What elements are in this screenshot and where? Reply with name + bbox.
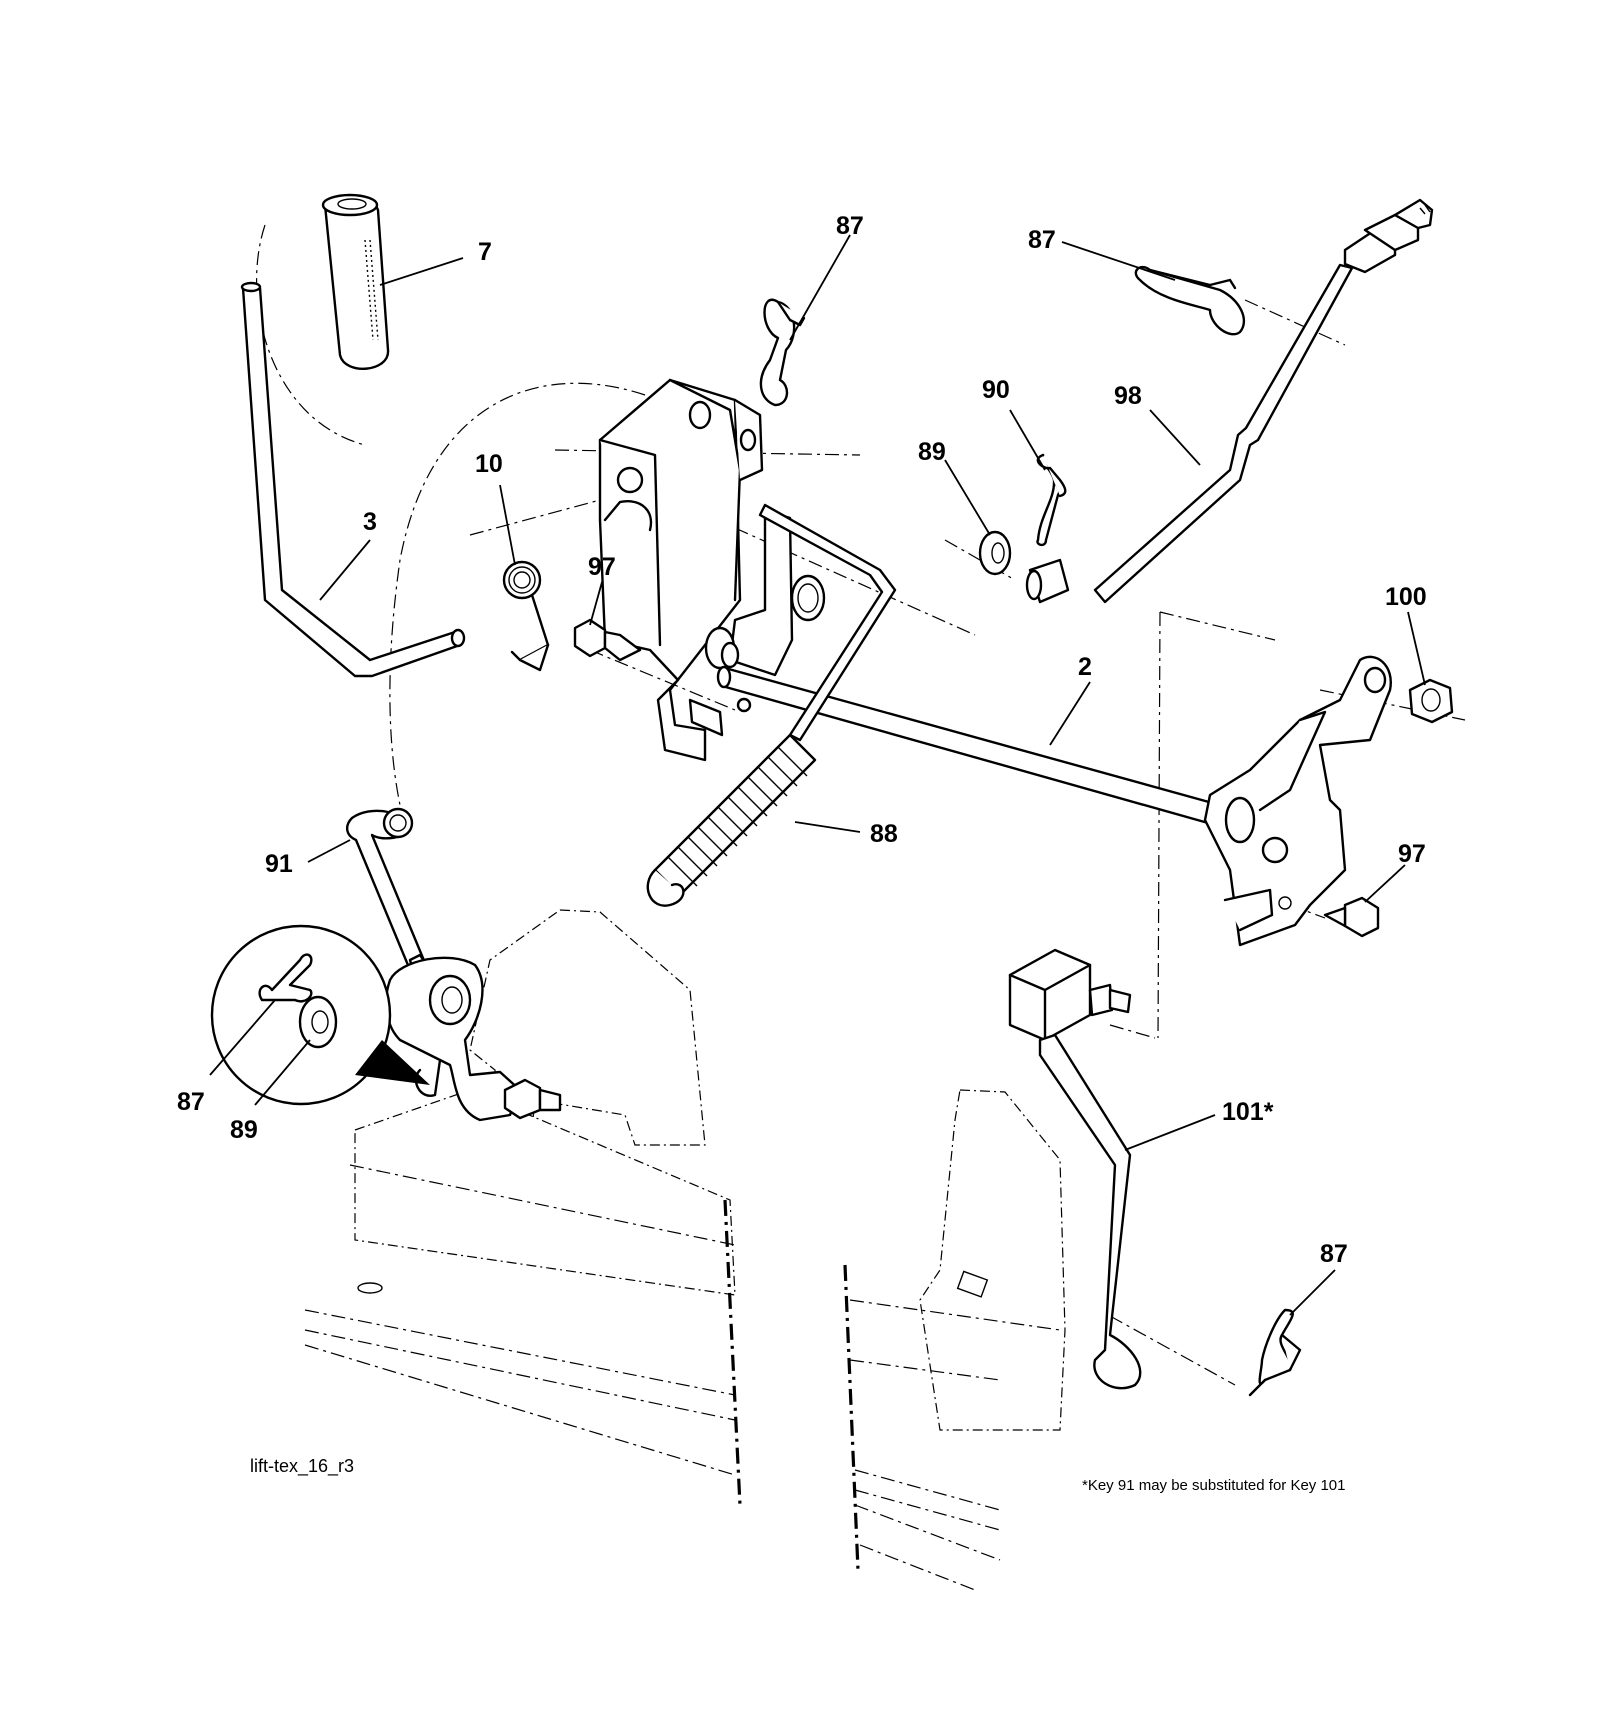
detail-callout-circle <box>210 924 430 1106</box>
part-3-lift-handle <box>240 281 466 678</box>
callout-87-detail: 87 <box>177 1088 205 1116</box>
leader-lines <box>209 234 1426 1316</box>
callout-98: 98 <box>1114 382 1142 410</box>
callout-89-detail: 89 <box>230 1116 258 1144</box>
part-87-hairpin-clip-top <box>759 298 806 407</box>
callout-97-left: 97 <box>588 553 616 581</box>
part-90-hairpin-clip <box>1036 453 1067 547</box>
part-87-hairpin-clip-topright <box>1134 265 1246 336</box>
callout-97-right: 97 <box>1398 840 1426 868</box>
callout-3: 3 <box>363 508 377 536</box>
callout-labels: 7 87 87 90 98 89 10 3 97 100 2 88 91 97 … <box>177 212 1427 1268</box>
part-87-hairpin-clip-detail <box>258 953 313 1003</box>
part-97-bolt-left <box>573 618 642 662</box>
callout-90: 90 <box>982 376 1010 404</box>
part-88-extension-spring <box>646 733 817 907</box>
callout-7: 7 <box>478 238 492 266</box>
callout-87-bottom: 87 <box>1320 1240 1348 1268</box>
callout-100: 100 <box>1385 583 1427 611</box>
part-87-hairpin-clip-bottom <box>1248 1308 1302 1397</box>
callout-101: 101* <box>1222 1098 1274 1126</box>
part-101-lift-link <box>1008 948 1142 1390</box>
assembly-centerlines <box>255 224 1466 1386</box>
part-7-handle-grip <box>321 193 390 370</box>
lift-arm-right <box>1203 655 1392 947</box>
lift-arm-left-lower <box>384 956 562 1122</box>
callout-91: 91 <box>265 850 293 878</box>
drawing-id-label: lift-tex_16_r3 <box>250 1456 354 1477</box>
substitution-footnote: *Key 91 may be substituted for Key 101 <box>1082 1477 1346 1494</box>
part-97-bolt-right <box>1323 896 1380 938</box>
part-100-hex-nut <box>1408 678 1454 724</box>
part-88-spring-hook-wire <box>758 503 897 742</box>
lift-bracket-assembly <box>598 378 826 762</box>
callout-2: 2 <box>1078 653 1092 681</box>
callout-89-top: 89 <box>918 438 946 466</box>
callout-10: 10 <box>475 450 503 478</box>
callout-87-top: 87 <box>836 212 864 240</box>
part-89-washer-detail <box>298 995 338 1049</box>
part-89-washer-top <box>978 530 1012 576</box>
part-10-torsion-spring <box>502 560 550 672</box>
callout-88: 88 <box>870 820 898 848</box>
part-98-adjustment-rod <box>1025 198 1434 604</box>
mower-deck-right-ghost <box>843 1089 1066 1591</box>
mower-deck-left-ghost <box>304 909 742 1506</box>
callout-87-topright: 87 <box>1028 226 1056 254</box>
